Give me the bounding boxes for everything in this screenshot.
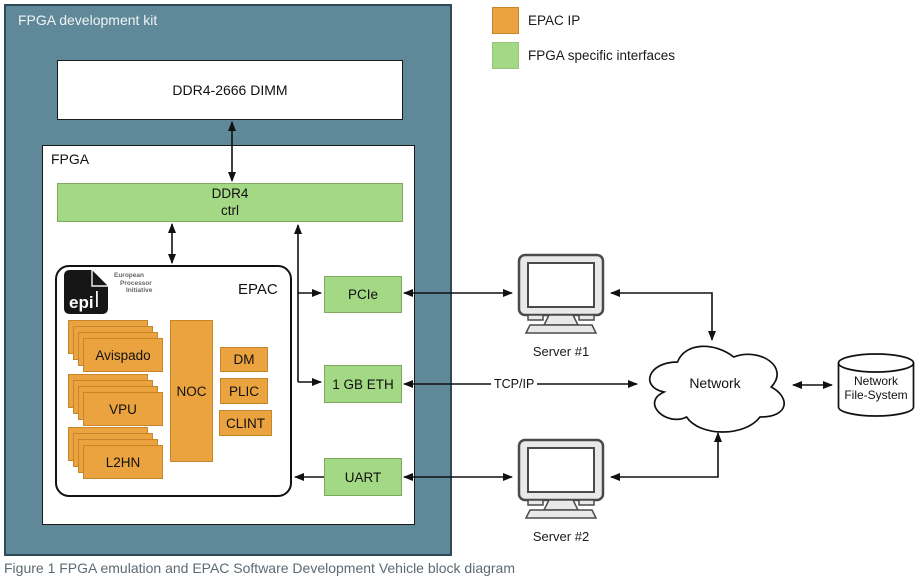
ddr4-ctrl-line2: ctrl bbox=[221, 202, 239, 218]
svg-text:epi: epi bbox=[69, 293, 94, 312]
nfs-label-line2: File-System bbox=[844, 388, 908, 402]
epi-line-3: Initiative bbox=[126, 287, 153, 294]
node-dm: DM bbox=[220, 347, 268, 372]
node-clint: CLINT bbox=[219, 410, 272, 436]
node-plic: PLIC bbox=[220, 378, 268, 404]
nfs-label-line1: Network bbox=[853, 374, 898, 388]
legend-swatch-fpga-interfaces bbox=[492, 42, 519, 69]
network-label: Network bbox=[689, 375, 741, 391]
epi-line-1: European bbox=[114, 272, 144, 279]
network-cloud-icon bbox=[640, 337, 790, 437]
node-ddr4-dimm-label: DDR4-2666 DIMM bbox=[172, 82, 288, 98]
ddr4-ctrl-line1: DDR4 bbox=[211, 185, 249, 201]
epi-logo-icon: epi bbox=[63, 269, 113, 320]
legend-label-fpga-interfaces: FPGA specific interfaces bbox=[528, 48, 676, 63]
fpga-dev-kit-label: FPGA development kit bbox=[18, 12, 158, 28]
node-epac-label: EPAC bbox=[238, 281, 278, 298]
legend-label-epac-ip: EPAC IP bbox=[528, 13, 581, 28]
server-2: Server #2 bbox=[515, 438, 607, 544]
node-uart: UART bbox=[324, 458, 402, 496]
arrow-network-server1 bbox=[610, 289, 716, 341]
node-pcie: PCIe bbox=[324, 276, 402, 313]
node-noc: NOC bbox=[170, 320, 213, 462]
nfs-label: Network File-System bbox=[836, 374, 916, 402]
arrow-network-server2 bbox=[610, 432, 722, 481]
stack-vpu: VPU bbox=[68, 374, 163, 427]
epi-logo-text: European Processor Initiative bbox=[114, 272, 152, 295]
node-vpu: VPU bbox=[83, 392, 163, 426]
epi-line-2: Processor bbox=[120, 279, 152, 287]
node-ddr4-ctrl: DDR4 ctrl bbox=[57, 183, 403, 222]
stack-l2hn: L2HN bbox=[68, 427, 163, 480]
node-eth: 1 GB ETH bbox=[324, 365, 402, 403]
node-l2hn: L2HN bbox=[83, 445, 163, 479]
monitor-icon bbox=[517, 253, 605, 334]
nfs-cylinder-icon bbox=[836, 352, 916, 418]
tcpip-label: TCP/IP bbox=[491, 377, 538, 391]
monitor-icon bbox=[517, 438, 605, 519]
node-ddr4-dimm: DDR4-2666 DIMM bbox=[57, 60, 403, 120]
server-2-label: Server #2 bbox=[532, 529, 590, 544]
server-1: Server #1 bbox=[515, 253, 607, 359]
server-1-label: Server #1 bbox=[532, 344, 590, 359]
legend-swatch-epac-ip bbox=[492, 7, 519, 34]
figure-caption: Figure 1 FPGA emulation and EPAC Softwar… bbox=[4, 560, 515, 576]
stack-avispado: Avispado bbox=[68, 320, 163, 373]
node-avispado: Avispado bbox=[83, 338, 163, 372]
fpga-label: FPGA bbox=[51, 151, 90, 167]
